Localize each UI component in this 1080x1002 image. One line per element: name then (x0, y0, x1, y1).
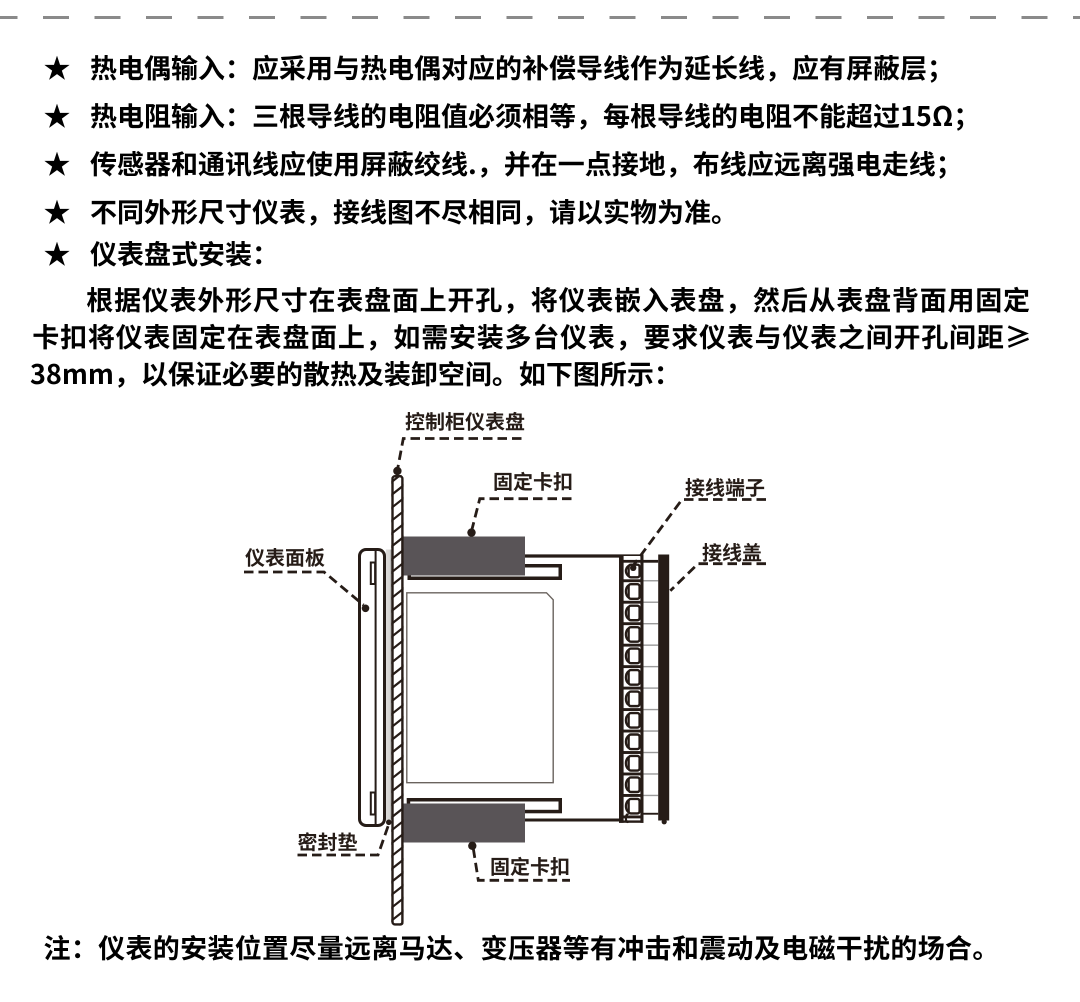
svg-text:仪表面板: 仪表面板 (245, 542, 325, 571)
svg-text:接线端子: 接线端子 (685, 472, 765, 501)
svg-text:固定卡扣: 固定卡扣 (490, 851, 570, 880)
svg-text:控制柜仪表盘: 控制柜仪表盘 (405, 406, 525, 435)
svg-text:固定卡扣: 固定卡扣 (493, 466, 573, 495)
svg-text:密封垫: 密封垫 (298, 827, 358, 856)
svg-text:接线盖: 接线盖 (702, 537, 762, 566)
